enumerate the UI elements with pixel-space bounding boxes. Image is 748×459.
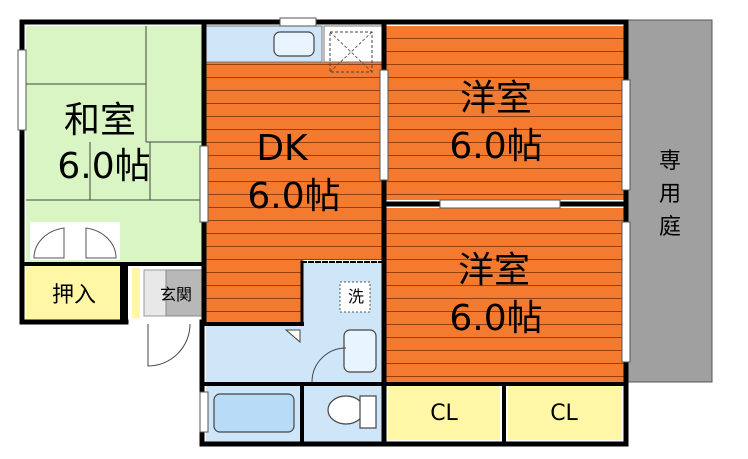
windows — [17, 17, 631, 433]
garden-label-2: 用 — [659, 182, 681, 207]
garden-area: 専 用 庭 — [627, 19, 713, 383]
yoshitsu-lower-room: 洋室 6.0帖 — [386, 208, 624, 382]
oshiire-label: 押入 — [52, 283, 96, 308]
closet-right-label: CL — [550, 401, 578, 426]
dk-size: 6.0帖 — [247, 176, 340, 217]
dk-room: DK 6.0帖 — [205, 25, 383, 322]
closet-right: CL — [508, 386, 622, 440]
washitsu-name: 和室 — [64, 100, 136, 141]
yoshitsu-lower-size: 6.0帖 — [449, 298, 542, 339]
laundry-label: 洗 — [348, 287, 364, 306]
wet-area: 洗 — [206, 262, 384, 442]
closet-left-label: CL — [430, 401, 458, 426]
closet-left: CL — [388, 386, 500, 440]
washitsu-room: 和室 6.0帖 — [26, 26, 202, 262]
yoshitsu-upper-room: 洋室 6.0帖 — [386, 26, 624, 200]
dk-name: DK — [256, 128, 309, 169]
oshiire-storage: 押入 — [26, 266, 124, 320]
yoshitsu-upper-size: 6.0帖 — [449, 126, 542, 167]
garden-label-3: 庭 — [659, 215, 681, 240]
genkan-label: 玄関 — [160, 285, 192, 304]
genkan-entrance: 玄関 — [128, 266, 204, 367]
washitsu-size: 6.0帖 — [57, 146, 150, 187]
garden-label-1: 専 — [659, 149, 681, 174]
yoshitsu-lower-name: 洋室 — [458, 250, 530, 291]
yoshitsu-upper-name: 洋室 — [460, 78, 532, 119]
